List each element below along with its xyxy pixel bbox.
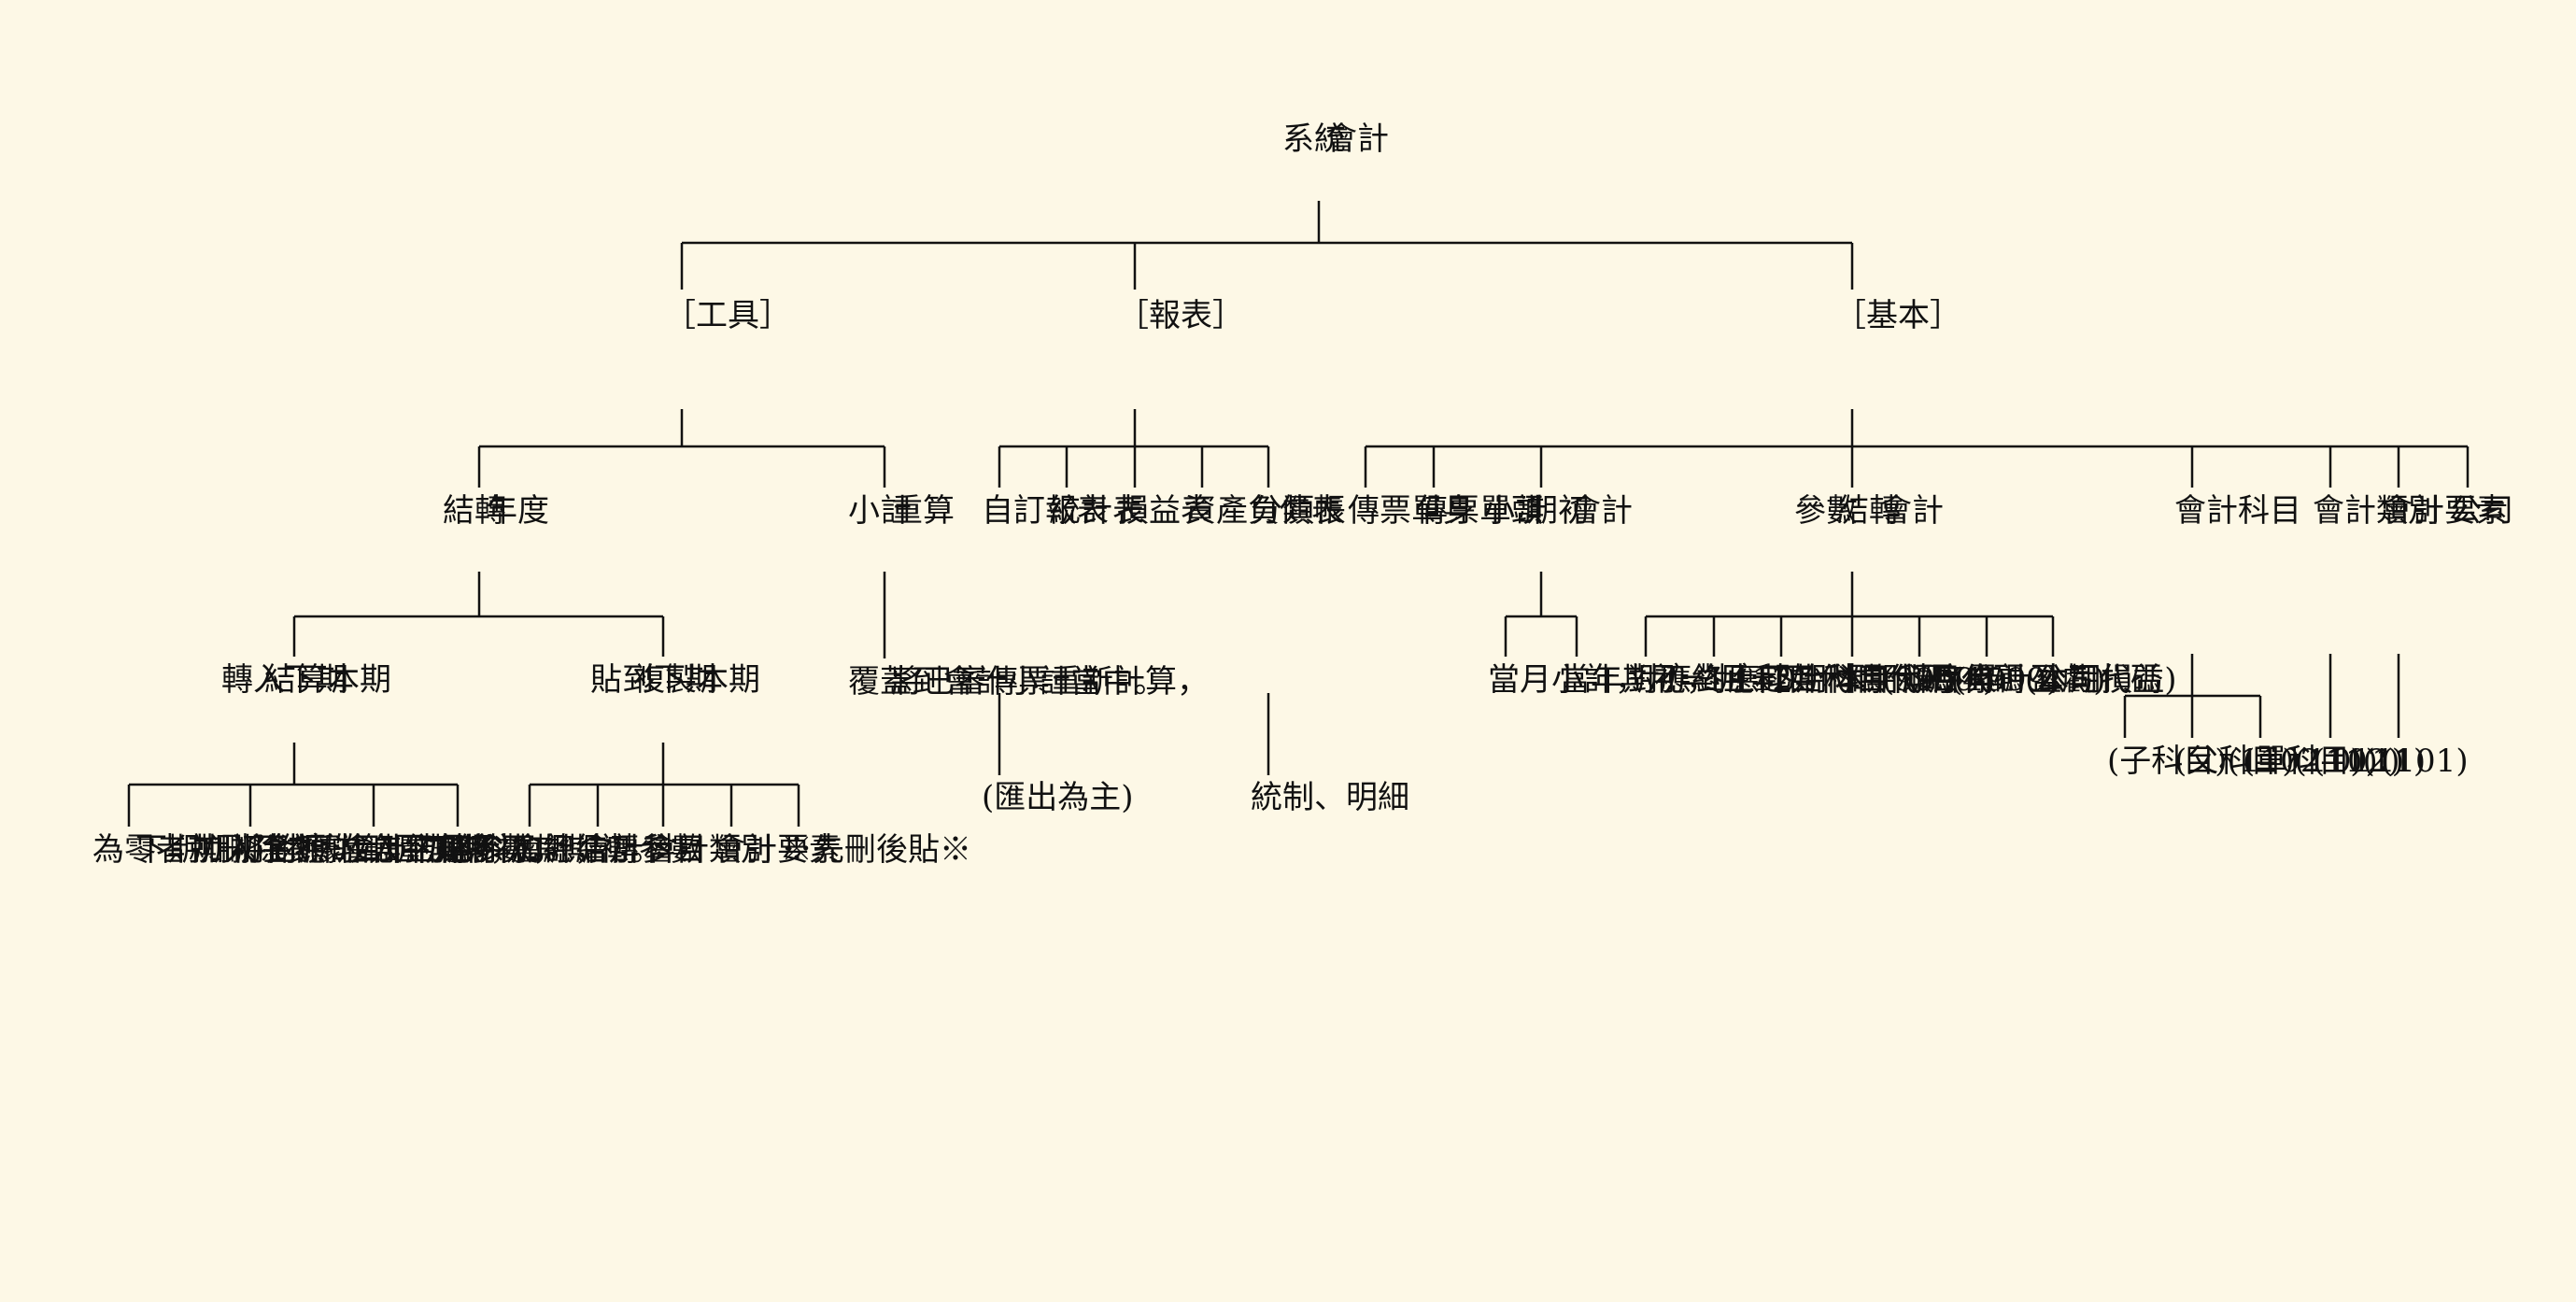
copy-leaf-col: ※先刪後貼※ (781, 831, 971, 869)
reports-connectors (998, 409, 1270, 775)
carry-leaf: 刪除下期期初。 (440, 829, 662, 871)
year-end-col: 結轉 (443, 492, 506, 530)
branch-basic-col: ［基本］ (1834, 297, 1961, 334)
report-child-col: 統制、明細 (1251, 779, 1409, 816)
voucher-body-node: 傳票單身 (1348, 490, 1475, 532)
root-node: 會計 系統 (1282, 119, 1389, 161)
recalc-desc-col: 覆蓋到會計小計當中。 (848, 663, 1166, 701)
carry-leaf-col: 放入下期期初。 (337, 831, 559, 869)
param-child-col: 年 (1971, 661, 2003, 699)
report-child-col: (匯出為主) (982, 779, 1134, 816)
copy-leaf: 會計要素 (714, 829, 841, 871)
param-child-col: 對應終止科目代碼(9999-999) (1628, 661, 2059, 699)
opening-subtotal-col: 會計 (1569, 492, 1633, 530)
voucher-body-col: 傳票單身 (1348, 492, 1475, 530)
branch-reports: ［報表］ (1117, 295, 1244, 337)
param-child: 年 (1969, 659, 2004, 701)
account-child-col: (子科目)(1102-011) (2107, 743, 2404, 780)
branch-reports-col: ［報表］ (1117, 297, 1244, 334)
param-child: 對應終止科目代碼(9999-999) (1628, 659, 2059, 701)
recalc-col: 重算 (891, 492, 955, 530)
voucher-head-col: 傳票單頭 (1416, 492, 1543, 530)
copy-paste-col: 貼到下期 (590, 661, 717, 699)
recalc-desc-col: 將已審傳票重新計算， (891, 663, 1209, 701)
carry-params-col: 會計 (1880, 492, 1944, 530)
carry-leaf-col: 1~3各科加總， (380, 831, 606, 869)
carry-leaf-col: 為零者就刪除 (92, 831, 283, 869)
carry-leaf-col: 刪除下期期初。 (440, 831, 662, 869)
report-col: 損益表 (1117, 492, 1212, 530)
report-col: 統計表 (1049, 492, 1144, 530)
elements-col: 會計要素 (2381, 492, 2508, 530)
elements-child-col: (1) (2381, 743, 2427, 780)
copy-leaf: 會計類別 (645, 829, 772, 871)
company-node: 公司 (2450, 490, 2513, 532)
copy-leaf: ※先刪後貼※ (781, 829, 971, 871)
report-node: 自訂報表 (982, 490, 1109, 532)
carry-forward-col: 轉入下期 (221, 661, 348, 699)
tools-connectors (127, 409, 886, 827)
accounts-col: 會計科目 (2174, 492, 2301, 530)
branch-tools-col: ［工具］ (664, 297, 791, 334)
categories-col: 會計類別 (2313, 492, 2440, 530)
opening-child: 當月小計，月=1~12 (1488, 659, 1792, 701)
carry-leaf-col: 下期期初金額 (135, 831, 326, 869)
categories-child: (11) (2313, 741, 2378, 783)
carry-params-col: 結轉 (1837, 492, 1901, 530)
copy-leaf-col: 會計科目 (580, 831, 707, 869)
copy-leaf-col: 會計要素 (714, 831, 841, 869)
carry-leaf-col: 依據會計結轉參數， (278, 831, 564, 869)
categories-node: 會計類別 (2313, 490, 2440, 532)
report-col: 資產負債表 (1184, 492, 1343, 530)
copy-leaf-col: 會計類別 (645, 831, 772, 869)
elements-node: 會計要素 (2381, 490, 2508, 532)
branch-basic: ［基本］ (1834, 295, 1961, 337)
carry-leaf: 下期期初金額 為零者就刪除 (92, 829, 326, 871)
report-col: 分類帳 (1251, 492, 1346, 530)
carry-params-node: 會計 結轉 參數 (1794, 490, 1944, 532)
report-child: 統制、明細 (1251, 777, 1409, 819)
report-col: 自訂報表 (982, 492, 1109, 530)
recalc-node: 重算 小計 (848, 490, 955, 532)
carry-forward-col: 結算本期 (264, 661, 391, 699)
root-connectors (680, 201, 1854, 290)
report-node: 統計表 (1049, 490, 1144, 532)
copy-paste-col: 複製本期 (633, 661, 760, 699)
carry-params-col: 參數 (1794, 492, 1858, 530)
copy-paste-node: 複製本期 貼到下期 (590, 659, 760, 701)
report-node: 分類帳 (1251, 490, 1346, 532)
opening-child-col: 當月小計，月=1~12 (1488, 661, 1792, 699)
copy-leaf: 會計科目 (580, 829, 707, 871)
opening-subtotal-col: 期初 (1526, 492, 1590, 530)
year-end-col: 年度 (486, 492, 549, 530)
carry-leaf: 1~3各科加總， 放入下期期初。 (337, 829, 606, 871)
root-col: 系統 (1282, 120, 1346, 158)
report-node: 損益表 (1117, 490, 1212, 532)
account-child: (子科目)(1102-011) (2107, 741, 2404, 783)
company-col: 公司 (2450, 492, 2513, 530)
report-child: (匯出為主) (982, 777, 1134, 819)
voucher-head-node: 傳票單頭 (1416, 490, 1543, 532)
recalc-col: 小計 (848, 492, 912, 530)
carry-forward-node: 結算本期 轉入下期 (221, 659, 391, 701)
recalc-desc: 將已審傳票重新計算， 覆蓋到會計小計當中。 (848, 661, 1209, 703)
categories-child-col: (11) (2313, 743, 2378, 780)
opening-subtotal-node: 會計 期初 小計 (1483, 490, 1633, 532)
elements-child: (1) (2381, 741, 2427, 783)
copy-leaf: 會計結轉參數 (512, 829, 702, 871)
copy-leaf-col: 會計結轉參數 (512, 831, 702, 869)
carry-leaf: 依據會計結轉參數， 將對應的範圍加總， 加入下期科目期初。 (192, 829, 564, 871)
accounts-node: 會計科目 (2174, 490, 2301, 532)
carry-leaf-col: 加入下期科目期初。 (192, 831, 478, 869)
carry-leaf-col: 將對應的範圍加總， (235, 831, 521, 869)
opening-subtotal-col: 小計 (1483, 492, 1547, 530)
branch-tools: ［工具］ (664, 295, 791, 337)
year-end-node: 年度 結轉 (443, 490, 549, 532)
report-node: 資產負債表 (1184, 490, 1343, 532)
root-col: 會計 (1325, 120, 1389, 158)
basic-connectors (1364, 409, 2470, 738)
